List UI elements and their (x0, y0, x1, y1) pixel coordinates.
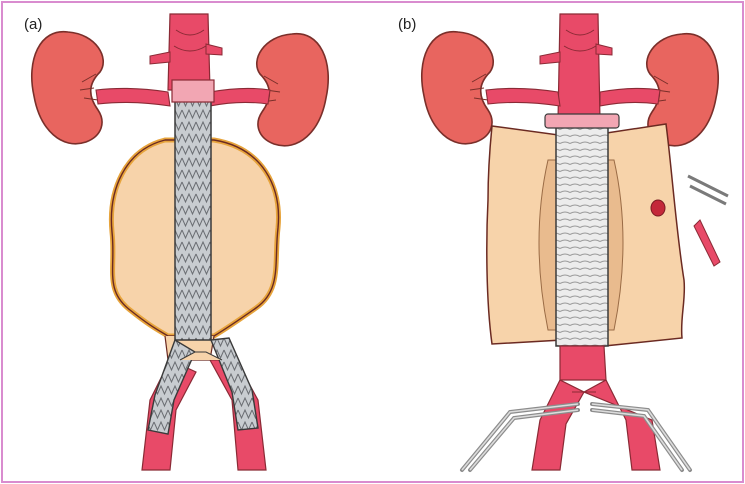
panel-b-lumbar-ostium (651, 200, 665, 216)
panel-a-upper-aorta (168, 14, 210, 90)
panel-a-stent-graft (175, 100, 211, 340)
panel-b-lower-aorta (560, 346, 606, 380)
panel-b-graft (556, 124, 608, 346)
panel-a-stent-cuff (172, 80, 214, 102)
panel-b-graft-top-cuff (545, 114, 619, 128)
panel-a-label: (a) (24, 16, 42, 33)
panel-b-label: (b) (398, 16, 416, 33)
